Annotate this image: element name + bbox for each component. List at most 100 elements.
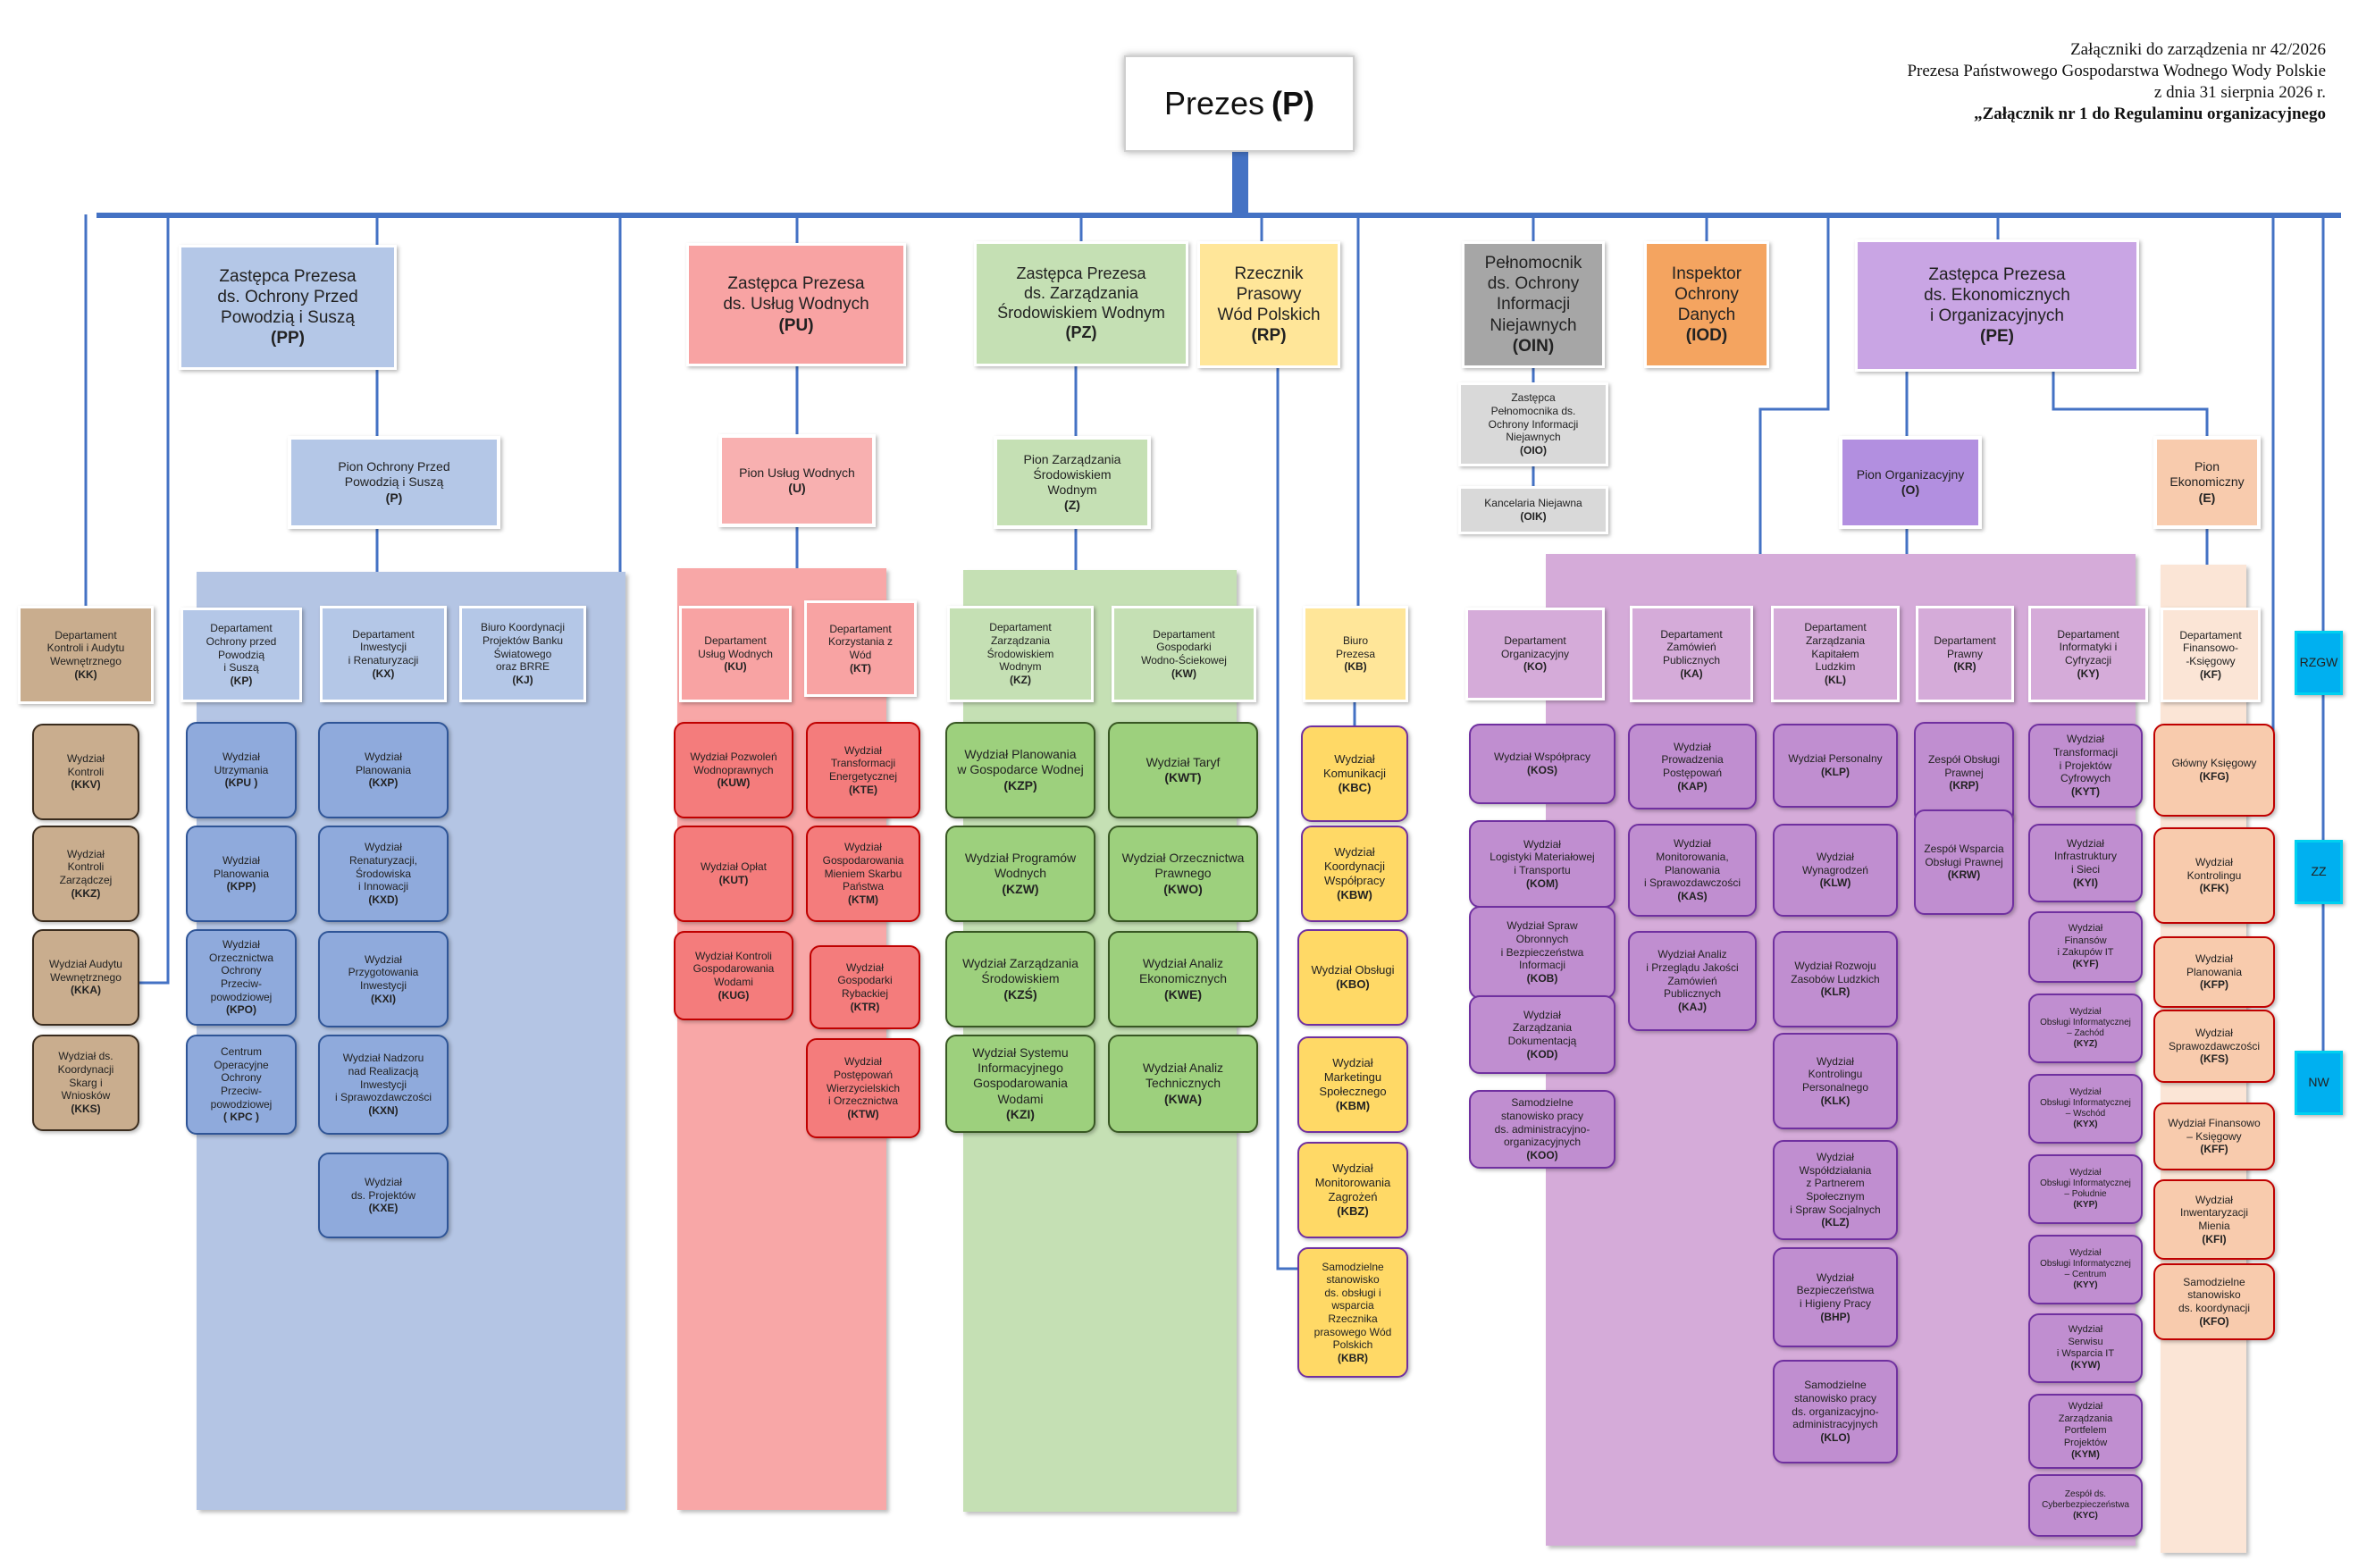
unit-code: (P)	[385, 490, 403, 505]
org-unit-oik: Kancelaria Niejawna(OIK)	[1458, 486, 1608, 534]
unit-name: Departament Finansowo- -Księgowy	[2179, 628, 2242, 667]
unit-name: Wydział Zarządzania Portfelem Projektów	[2058, 1401, 2113, 1448]
org-unit-ko: Departament Organizacyjny(KO)	[1465, 608, 1605, 700]
unit-code: (KFG)	[2199, 770, 2229, 783]
org-unit-pion-e: Pion Ekonomiczny(E)	[2153, 436, 2261, 529]
unit-code: (KXI)	[371, 992, 396, 1005]
unit-code: (KUT)	[718, 874, 749, 886]
unit-code: (KBZ)	[1337, 1203, 1369, 1218]
unit-code: (KZ)	[1010, 673, 1031, 686]
unit-name: Wydział Kontroli Gospodarowania Wodami	[692, 949, 775, 988]
unit-code: (KXD)	[368, 893, 399, 906]
unit-code: (KWO)	[1163, 881, 1203, 896]
unit-name: Pion Ekonomiczny	[2169, 459, 2245, 490]
org-unit-ktm: Wydział Gospodarowania Mieniem Skarbu Pa…	[806, 826, 920, 922]
unit-name: Centrum Operacyjne Ochrony Przeciw- powo…	[210, 1045, 273, 1111]
unit-name: Wydział Finansowo – Księgowy	[2168, 1117, 2261, 1143]
org-unit-kte: Wydział Transformacji Energetycznej(KTE)	[806, 722, 920, 818]
unit-name: Wydział Analiz Ekonomicznych	[1138, 956, 1228, 986]
unit-name: Wydział Wynagrodzeń	[1802, 851, 1868, 876]
org-unit-kzs: Wydział Zarządzania Środowiskiem(KZŚ)	[945, 931, 1095, 1027]
unit-code: (KT)	[850, 661, 871, 675]
org-unit-kut: Wydział Opłat(KUT)	[674, 826, 793, 922]
org-unit-kas: Wydział Monitorowania, Planowania i Spra…	[1628, 824, 1757, 917]
org-unit-zz: ZZ	[2295, 840, 2343, 904]
org-unit-kzw: Wydział Programów Wodnych(KZW)	[945, 826, 1095, 922]
unit-name: Wydział Nadzoru nad Realizacją Inwestycj…	[334, 1052, 432, 1104]
unit-code: (KWA)	[1164, 1091, 1202, 1106]
unit-code: (KZŚ)	[1003, 986, 1037, 1002]
connector-line	[1276, 368, 1297, 1270]
unit-code: (KFO)	[2199, 1314, 2229, 1328]
unit-name: Wydział Komunikacji	[1322, 752, 1387, 781]
unit-name: Samodzielne stanowisko ds. koordynacji	[2178, 1275, 2251, 1314]
unit-code: (KPP)	[226, 880, 256, 893]
unit-code: (OIO)	[1520, 443, 1547, 457]
unit-code: (KWE)	[1164, 986, 1202, 1002]
unit-name: Departament Zarządzania Kapitałem Ludzki…	[1804, 621, 1867, 674]
org-unit-kyi: Wydział Infrastruktury i Sieci(KYI)	[2028, 824, 2143, 902]
org-unit-oin: Pełnomocnik ds. Ochrony Informacji Nieja…	[1462, 241, 1605, 368]
unit-code: (O)	[1901, 482, 1920, 497]
org-unit-kfs: Wydział Sprawozdawczości(KFS)	[2153, 1010, 2275, 1083]
unit-name: Wydział Prowadzenia Postępowań	[1661, 740, 1724, 779]
unit-code: (KK)	[74, 667, 97, 681]
org-unit-rp: Rzecznik Prasowy Wód Polskich(RP)	[1197, 241, 1340, 368]
org-unit-kka: Wydział Audytu Wewnętrznego(KKA)	[32, 929, 139, 1026]
org-unit-kz: Departament Zarządzania Środowiskiem Wod…	[947, 606, 1094, 702]
unit-name: Wydział Obsługi	[1311, 963, 1395, 977]
org-unit-kxp: Wydział Planowania(KXP)	[318, 722, 449, 818]
org-unit-kxe: Wydział ds. Projektów(KXE)	[318, 1153, 449, 1238]
unit-code: (KLP)	[1821, 766, 1850, 778]
unit-name: Wydział Serwisu i Wsparcia IT	[2056, 1324, 2115, 1359]
org-unit-pu: Zastępca Prezesa ds. Usług Wodnych(PU)	[686, 243, 906, 366]
org-unit-kb: Biuro Prezesa(KB)	[1303, 606, 1408, 702]
org-unit-kxi: Wydział Przygotowania Inwestycji(KXI)	[318, 931, 449, 1027]
unit-name: Prezes	[1163, 85, 1265, 122]
unit-code: (KAS)	[1677, 889, 1708, 902]
org-unit-kug: Wydział Kontroli Gospodarowania Wodami(K…	[674, 931, 793, 1020]
unit-name: Wydział Transformacji Energetycznej	[828, 743, 898, 783]
unit-code: (KPO)	[226, 1003, 256, 1017]
org-unit-pion-p: Pion Ochrony Przed Powodzią i Suszą(P)	[288, 436, 500, 529]
unit-name: Wydział Współdziałania z Partnerem Społe…	[1790, 1151, 1881, 1216]
unit-code: (Z)	[1064, 498, 1080, 513]
org-unit-kuw: Wydział Pozwoleń Wodnoprawnych(KUW)	[674, 722, 793, 818]
unit-code: (KFF)	[2200, 1143, 2228, 1156]
org-unit-klp: Wydział Personalny(KLP)	[1773, 724, 1898, 808]
unit-name: Samodzielne stanowisko pracy ds. organiz…	[1792, 1379, 1879, 1431]
unit-code: (KYI)	[2073, 876, 2098, 889]
org-unit-kym: Wydział Zarządzania Portfelem Projektów(…	[2028, 1394, 2143, 1469]
unit-code: (KFI)	[2202, 1232, 2227, 1245]
unit-code: (KTE)	[849, 783, 877, 796]
org-unit-nw: NW	[2295, 1051, 2343, 1115]
org-unit-kxn: Wydział Nadzoru nad Realizacją Inwestycj…	[318, 1035, 449, 1135]
unit-name: Rzecznik Prasowy Wód Polskich	[1217, 264, 1321, 324]
unit-code: (KKZ)	[71, 886, 101, 900]
unit-name: Zastępca Prezesa ds. Ekonomicznych i Org…	[1924, 264, 2070, 325]
unit-code: (KYX)	[2073, 1119, 2098, 1130]
unit-name: Wydział Obsługi Informatycznej – Zachód	[2040, 1006, 2131, 1038]
unit-name: Departament Gospodarki Wodno-Ściekowej	[1141, 627, 1227, 667]
unit-name: Wydział Opłat	[701, 860, 767, 874]
unit-code: (KB)	[1344, 660, 1367, 674]
unit-code: (KZI)	[1006, 1106, 1035, 1121]
unit-code: (KLW)	[1819, 876, 1851, 890]
unit-code: (KA)	[1680, 667, 1703, 680]
unit-code: (KYC)	[2073, 1511, 2098, 1522]
unit-name: Wydział Zarządzania Dokumentacją	[1507, 1008, 1577, 1047]
org-unit-kom: Wydział Logistyki Materiałowej i Transpo…	[1469, 820, 1616, 908]
org-unit-kkz: Wydział Kontroli Zarządczej(KKZ)	[32, 826, 139, 922]
unit-name: Główny Księgowy	[2171, 757, 2257, 770]
org-unit-p: Prezes(P)	[1124, 55, 1355, 152]
org-unit-klr: Wydział Rozwoju Zasobów Ludzkich(KLR)	[1773, 931, 1898, 1027]
unit-name: Zastępca Prezesa ds. Usług Wodnych	[723, 274, 869, 314]
unit-code: (KPU )	[224, 776, 258, 790]
unit-name: Zastępca Prezesa ds. Zarządzania Środowi…	[997, 264, 1165, 322]
unit-code: (KP)	[230, 674, 253, 687]
org-unit-kwa: Wydział Analiz Technicznych(KWA)	[1108, 1035, 1258, 1133]
unit-code: (KUW)	[717, 776, 751, 790]
unit-name: Departament Inwestycji i Renaturyzacji	[348, 627, 419, 667]
unit-code: (KTW)	[847, 1107, 879, 1120]
